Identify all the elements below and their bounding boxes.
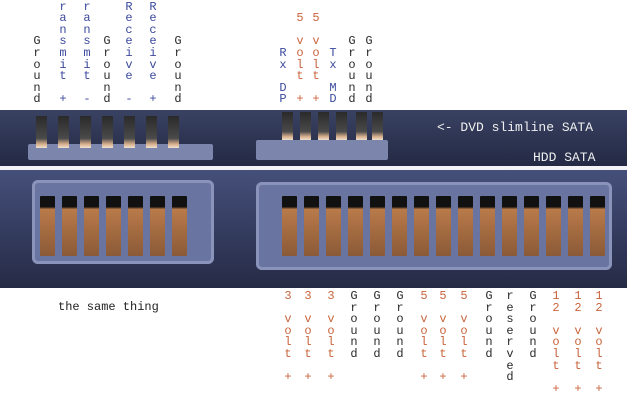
- pin: [58, 116, 69, 148]
- pin: [84, 196, 99, 256]
- pin-label: G r o u n d: [373, 289, 381, 361]
- pin: [458, 196, 473, 256]
- pin-label: G r o u n d: [529, 289, 537, 361]
- pin-label: 1 2 v o l t +: [552, 289, 560, 396]
- pin-label: G r o u n d: [365, 34, 373, 107]
- slimline-connector-photo: <- DVD slimline SATA HDD SATA: [0, 110, 627, 166]
- pin: [80, 116, 91, 148]
- pin: [282, 112, 293, 140]
- pin: [106, 196, 121, 256]
- pin: [40, 196, 55, 256]
- pin: [326, 196, 341, 256]
- pin: [392, 196, 407, 256]
- pin: [372, 112, 383, 140]
- pin: [282, 196, 297, 256]
- dvd-slimline-caption: <- DVD slimline SATA: [437, 120, 594, 135]
- pin: [524, 196, 539, 256]
- pin: [62, 196, 77, 256]
- pin-label: 5 v o l t +: [296, 11, 304, 107]
- pin: [146, 116, 157, 148]
- pin: [172, 196, 187, 256]
- pin: [300, 112, 311, 140]
- pin: [348, 196, 363, 256]
- pin-label: T x M D: [329, 46, 337, 107]
- hdd-sata-caption: HDD SATA: [533, 150, 596, 165]
- pin-label: G r o u n d: [174, 34, 182, 107]
- pin: [36, 116, 47, 148]
- pin-label: 3 v o l t +: [327, 289, 335, 385]
- pin-label: G r o u n d: [33, 34, 41, 107]
- pin-label: G r o u n d: [103, 34, 111, 107]
- pin-label: G r o u n d: [348, 34, 356, 107]
- pin: [568, 196, 583, 256]
- slimline-power-housing: [256, 140, 388, 160]
- pin-label: R x D P: [279, 46, 287, 107]
- pin: [336, 112, 347, 140]
- pin-label: 5 v o l t +: [312, 11, 320, 107]
- pin-label: 5 v o l t +: [420, 289, 428, 385]
- pin-label: 5 v o l t +: [460, 289, 468, 385]
- pin-label: T r a n s m i t +: [59, 0, 67, 107]
- pin-label: 3 v o l t +: [284, 289, 292, 385]
- pin-label: 5 v o l t +: [439, 289, 447, 385]
- pin: [102, 116, 113, 148]
- pin-label: R e c e i v e -: [125, 0, 133, 107]
- pin-label: 1 2 v o l t +: [595, 289, 603, 396]
- pin: [502, 196, 517, 256]
- pin-label: T r a n s m i t -: [83, 0, 91, 107]
- pin-label: 3 v o l t +: [304, 289, 312, 385]
- pin-label: R e c e i v e +: [149, 0, 157, 107]
- pin-label: G r o u n d: [396, 289, 404, 361]
- same-thing-caption: the same thing: [58, 300, 159, 314]
- hdd-connector-photo: [0, 170, 627, 288]
- pin: [436, 196, 451, 256]
- divider: [0, 166, 627, 170]
- pin-label: r e s e r v e d: [506, 289, 514, 385]
- pin: [480, 196, 495, 256]
- pin: [128, 196, 143, 256]
- pin: [304, 196, 319, 256]
- slimline-data-housing: [28, 144, 213, 160]
- pin: [590, 196, 605, 256]
- pin: [370, 196, 385, 256]
- pin-label: 1 2 v o l t +: [574, 289, 582, 396]
- pin: [318, 112, 329, 140]
- pin: [546, 196, 561, 256]
- pin: [356, 112, 367, 140]
- pin: [414, 196, 429, 256]
- pin: [124, 116, 135, 148]
- pin: [150, 196, 165, 256]
- pin-label: G r o u n d: [350, 289, 358, 361]
- pin: [168, 116, 179, 148]
- pin-label: G r o u n d: [485, 289, 493, 361]
